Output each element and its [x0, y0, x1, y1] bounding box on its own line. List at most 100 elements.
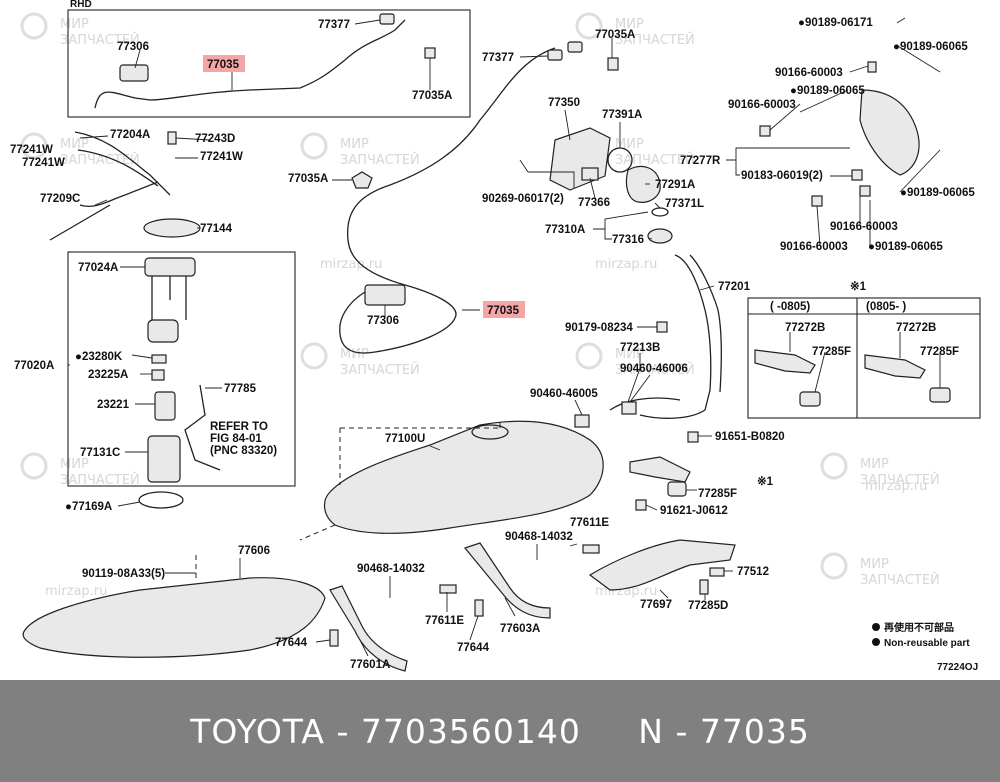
label-77035a-mid: 77035A — [288, 173, 328, 185]
svg-text:МИР: МИР — [340, 137, 369, 152]
label-77285d: 77285D — [688, 600, 728, 612]
bolt-91621 — [635, 499, 647, 511]
label-91621: 91621-J0612 — [660, 505, 728, 517]
label-90119: 90119-08A33(5) — [82, 568, 165, 580]
filler-pipe-77201-b — [689, 254, 722, 393]
label-90468-a: 90468-14032 — [505, 531, 573, 543]
svg-text:ЗАПЧАСТЕЙ: ЗАПЧАСТЕЙ — [340, 152, 420, 168]
label-23225a: 23225A — [88, 369, 128, 381]
label-77306-rhd: 77306 — [117, 41, 149, 53]
bolt-77644-a — [329, 629, 339, 647]
fuel-lid-77350 — [549, 127, 611, 191]
svg-text:ЗАПЧАСТЕЙ: ЗАПЧАСТЕЙ — [60, 152, 140, 168]
clamp-90460-46005 — [574, 414, 590, 428]
fuel-pump-23221 — [147, 319, 179, 343]
bracket-77272b-right — [864, 354, 926, 379]
label-77377-main: 77377 — [482, 52, 514, 64]
rhd-inset-box — [67, 9, 471, 118]
part-77366 — [581, 167, 599, 181]
part-77512 — [709, 567, 725, 577]
svg-text:МИР: МИР — [860, 557, 889, 572]
label-23280k: ●23280K — [75, 351, 123, 363]
clamp-77285f — [667, 481, 687, 497]
variant-mark-box: ※1 — [850, 280, 867, 293]
cap-77291a — [625, 165, 661, 203]
label-77272b-left: 77272B — [785, 322, 825, 334]
label-77512: 77512 — [737, 566, 769, 578]
svg-text:mirzap.ru: mirzap.ru — [595, 257, 657, 272]
bolt-77611e-b — [439, 584, 457, 594]
bolt-77644-b — [474, 599, 484, 617]
label-77100u: 77100U — [385, 433, 425, 445]
label-77644-a: 77644 — [275, 637, 308, 649]
label-77603a: 77603A — [500, 623, 540, 635]
label-90189-06171: ●90189-06171 — [798, 17, 873, 29]
refer-note-1: REFER TO — [210, 421, 268, 433]
cap-77316 — [647, 228, 673, 244]
fuel-tube-77209c — [79, 181, 159, 207]
label-77371l: 77371L — [665, 198, 704, 210]
label-77306-main: 77306 — [367, 315, 399, 327]
part-23280k — [151, 354, 167, 364]
hose-connector-b — [567, 41, 583, 53]
clamp-90460-46006 — [621, 401, 637, 415]
screw-90269 — [519, 159, 529, 173]
rhd-hose-connector — [379, 13, 395, 25]
label-77366: 77366 — [578, 197, 610, 209]
svg-text:ЗАПЧАСТЕЙ: ЗАПЧАСТЕЙ — [615, 32, 695, 48]
label-77020a: 77020A — [14, 360, 54, 372]
label-77243d: 77243D — [195, 133, 235, 145]
clip-77035a-top — [607, 57, 619, 71]
label-90166-60003-b: 90166-60003 — [728, 99, 796, 111]
label-90183: 90183-06019(2) — [741, 170, 823, 182]
label-77131c: 77131C — [80, 447, 120, 459]
sender-gauge-rods — [151, 276, 187, 320]
wire-77785 — [184, 384, 221, 471]
bracket-77285f-main — [629, 456, 691, 483]
label-77035-main: 77035 — [487, 305, 520, 317]
label-77241w-3: 77241W — [200, 151, 243, 163]
label-77606: 77606 — [238, 545, 270, 557]
label-90189-06065-b: ●90189-06065 — [790, 85, 865, 97]
highlight-77035-main — [483, 301, 525, 318]
label-90189-06065-d: ●90189-06065 — [868, 241, 943, 253]
svg-text:ЗАПЧАСТЕЙ: ЗАПЧАСТЕЙ — [60, 472, 140, 488]
label-77241w-1: 77241W — [10, 144, 53, 156]
label-77785: 77785 — [224, 383, 257, 395]
fuel-pump-body — [154, 391, 176, 421]
footer-caption-bar: TOYOTA - 7703560140 N - 77035 — [0, 680, 1000, 782]
label-77310a: 77310A — [545, 224, 585, 236]
fuel-tank-opening — [471, 424, 509, 440]
svg-text:МИР: МИР — [60, 137, 89, 152]
svg-text:МИР: МИР — [860, 457, 889, 472]
label-77201: 77201 — [718, 281, 751, 293]
label-77350: 77350 — [548, 97, 580, 109]
refer-note-2: FIG 84-01 — [210, 433, 262, 445]
label-23221: 23221 — [97, 399, 130, 411]
svg-text:МИР: МИР — [340, 347, 369, 362]
label-77316: 77316 — [612, 234, 644, 246]
label-77285f-left: 77285F — [812, 346, 851, 358]
label-77241w-2: 77241W — [22, 157, 65, 169]
bolt-91651 — [687, 431, 699, 443]
clip-90179 — [656, 321, 668, 333]
fuel-line-lower — [77, 149, 159, 187]
bolt-90166-b — [759, 125, 771, 137]
svg-text:МИР: МИР — [615, 137, 644, 152]
label-90269: 90269-06017(2) — [482, 193, 564, 205]
label-77697: 77697 — [640, 599, 672, 611]
legend: 再使用不可部品 Non-reusable part 77224OJ — [872, 621, 978, 673]
label-90189-06065-c: ●90189-06065 — [900, 187, 975, 199]
svg-text:ЗАПЧАСТЕЙ: ЗАПЧАСТЕЙ — [615, 152, 695, 168]
lock-ring-77144 — [143, 218, 201, 238]
label-77285f-right: 77285F — [920, 346, 959, 358]
guard-77277r — [859, 89, 920, 176]
label-77377-rhd: 77377 — [318, 19, 350, 31]
sender-gauge-top — [144, 257, 196, 277]
svg-text:МИР: МИР — [615, 17, 644, 32]
label-77024a: 77024A — [78, 262, 118, 274]
svg-text:mirzap.ru: mirzap.ru — [865, 479, 927, 494]
bolt-77611e-a — [582, 544, 600, 554]
bolt-90166-c — [811, 195, 823, 207]
label-77291a: 77291A — [655, 179, 695, 191]
